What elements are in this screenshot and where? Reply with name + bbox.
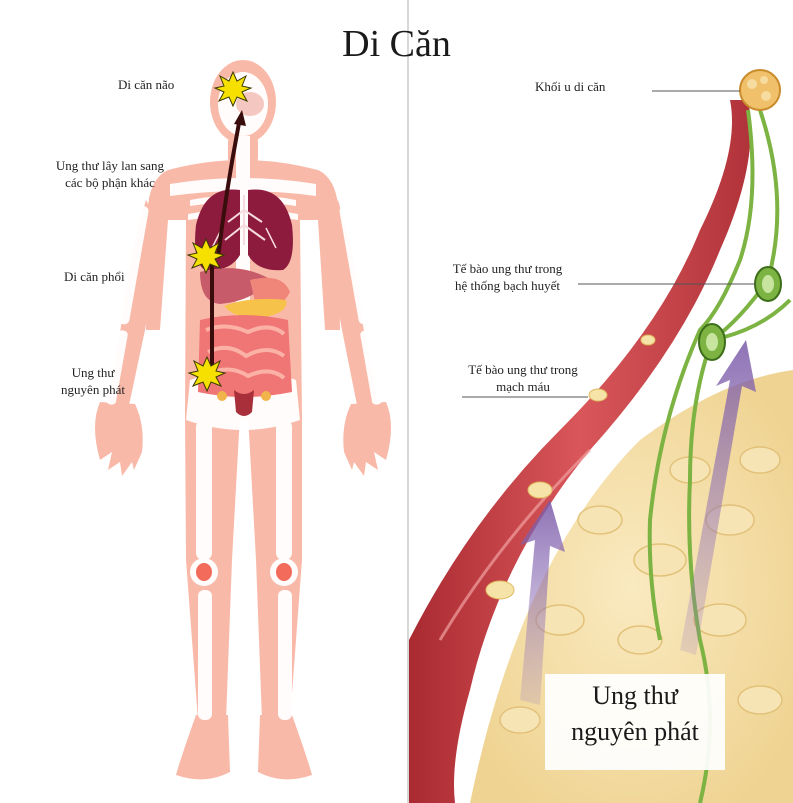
label-lymph-cells: Tế bào ung thư trong hệ thống bạch huyết — [425, 260, 590, 294]
label-blood-line2: mạch máu — [438, 378, 608, 395]
label-lung-metastasis: Di căn phổi — [64, 268, 125, 285]
label-brain-metastasis: Di căn não — [118, 76, 174, 93]
label-blood-line1: Tế bào ung thư trong — [438, 361, 608, 378]
label-spread-line1: Ung thư lây lan sang — [30, 157, 190, 174]
label-primary-right-line2: nguyên phát — [545, 714, 725, 750]
label-lymph-line2: hệ thống bạch huyết — [425, 277, 590, 294]
label-primary-left: Ung thư nguyên phát — [38, 364, 148, 398]
label-spread-line2: các bộ phận khác — [30, 174, 190, 191]
page-title: Di Căn — [0, 22, 793, 66]
label-primary-right-line1: Ung thư — [545, 678, 725, 714]
tumor-brain-icon — [215, 72, 251, 106]
tumor-primary-icon — [189, 357, 225, 391]
label-primary-left-line1: Ung thư — [38, 364, 148, 381]
metastatic-tumor-icon — [740, 70, 780, 110]
label-primary-right: Ung thư nguyên phát — [545, 678, 725, 750]
label-primary-left-line2: nguyên phát — [38, 381, 148, 398]
label-metastatic-tumor: Khối u di căn — [535, 78, 605, 95]
label-spread: Ung thư lây lan sang các bộ phận khác — [30, 157, 190, 191]
label-blood-cells: Tế bào ung thư trong mạch máu — [438, 361, 608, 395]
tumor-lung-icon — [188, 239, 224, 273]
label-lymph-line1: Tế bào ung thư trong — [425, 260, 590, 277]
